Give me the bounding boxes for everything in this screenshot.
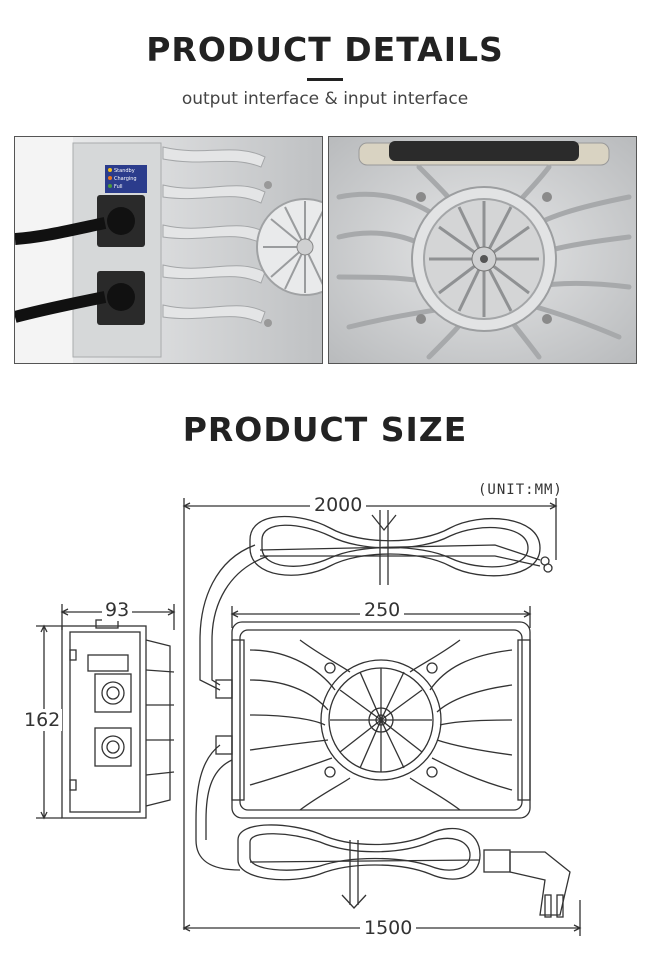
dim-side-width-label: 93 — [102, 599, 133, 621]
dim-height-label: 162 — [22, 709, 63, 731]
details-title: PRODUCT DETAILS — [146, 30, 504, 69]
size-title: PRODUCT SIZE — [182, 410, 468, 449]
indicator-charging: Charging — [108, 175, 147, 183]
input-interface-photo — [328, 136, 637, 364]
indicator-standby-label: Standby — [114, 168, 135, 174]
indicator-full: Full — [108, 183, 147, 191]
indicator-standby: Standby — [108, 167, 147, 175]
indicator-label-plate: Standby Charging Full — [105, 165, 147, 193]
full-led-icon — [108, 184, 112, 188]
details-subtitle: output interface & input interface — [181, 89, 469, 109]
dim-bottom-cable-label: 1500 — [360, 917, 417, 939]
indicator-full-label: Full — [114, 184, 123, 190]
unit-label: (UNIT:MM) — [478, 482, 563, 498]
charging-led-icon — [108, 176, 112, 180]
dim-top-cable-label: 2000 — [310, 494, 367, 516]
standby-led-icon — [108, 168, 112, 172]
output-interface-photo: Standby Charging Full — [14, 136, 323, 364]
title-underline — [307, 78, 343, 81]
dim-body-width-label: 250 — [360, 599, 405, 621]
indicator-charging-label: Charging — [114, 176, 137, 182]
